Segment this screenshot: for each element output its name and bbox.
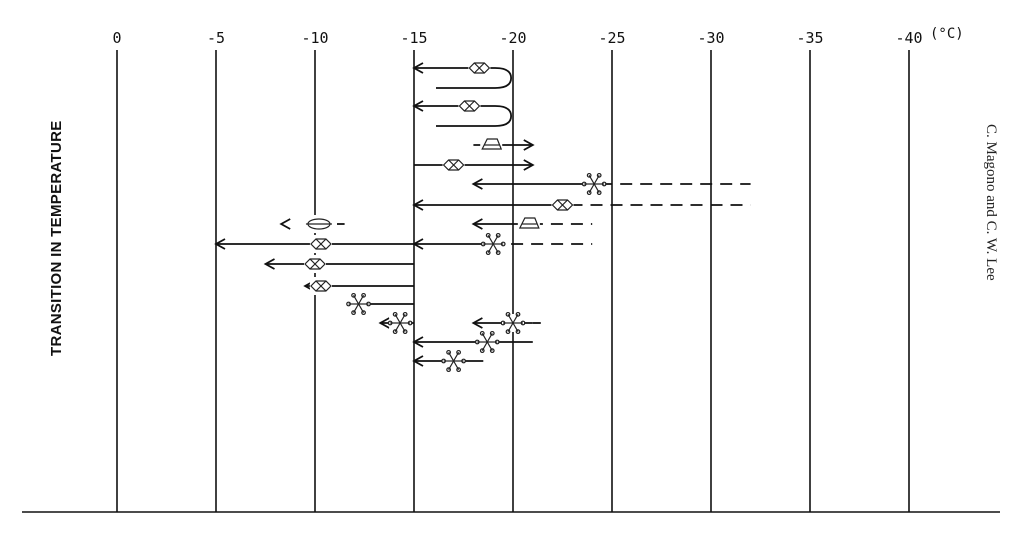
tick-label: -40 (895, 29, 922, 47)
transition-axis-label: TRANSITION IN TEMPERATURE (48, 120, 65, 356)
tick-label: -35 (796, 29, 823, 47)
arrow-head (412, 62, 424, 74)
temperature-axes: 0 -5 -10 -15 -20 -25 -30 -35 -40 (112, 29, 923, 512)
transition-row (412, 62, 513, 89)
transition-row (263, 258, 414, 270)
arrow-head (378, 317, 390, 329)
column-arrow-icon (309, 235, 332, 253)
broad-branch-icon (474, 330, 500, 354)
tick-label: -10 (301, 29, 328, 47)
loop-path (414, 105, 513, 127)
arrow-head (263, 258, 275, 270)
transition-row (412, 100, 513, 127)
crystal-symbols (304, 59, 607, 373)
arrow-head (471, 218, 483, 230)
arrow-head (412, 199, 424, 211)
capped-column-icon (468, 59, 491, 77)
cup-icon (517, 215, 540, 233)
needle-icon (305, 215, 332, 233)
bullet-combination-icon (458, 97, 481, 115)
tick-label: 0 (112, 29, 121, 47)
tick-label: -25 (598, 29, 625, 47)
tick-label: -5 (207, 29, 225, 47)
combination-icon (309, 277, 332, 295)
transition-row (471, 178, 751, 190)
author-credit: C. Magono and C. W. Lee (983, 124, 999, 281)
tick-label: -20 (499, 29, 526, 47)
loop-path (414, 67, 513, 89)
arrow-head (523, 139, 535, 151)
double-plate-icon (442, 156, 465, 174)
sheath-icon (480, 136, 503, 154)
stellar-dendrite-icon (346, 292, 371, 316)
transition-row (471, 218, 593, 230)
dendrite-cluster-icon (581, 172, 607, 196)
arrow-head (471, 178, 483, 190)
arrow-head (214, 238, 226, 250)
tick-label: -15 (400, 29, 427, 47)
transition-row (279, 218, 345, 230)
arrow-head (412, 100, 424, 112)
unit-label: (°C) (930, 26, 964, 42)
tick-label: -30 (697, 29, 724, 47)
arrow-head (412, 336, 424, 348)
arrow-head (471, 317, 483, 329)
radiating-plates-icon (500, 311, 526, 335)
spatial-dendrite-icon (480, 232, 506, 256)
arrow-head (412, 355, 424, 367)
arrow-head (279, 218, 291, 230)
crossed-plates-icon (551, 196, 574, 214)
fern-dendrite-icon (387, 311, 413, 335)
transition-row (412, 336, 533, 348)
stellar-plate-icon (441, 349, 467, 373)
transition-row (412, 199, 751, 211)
transition-arrows (214, 62, 751, 367)
transition-row (414, 159, 535, 171)
arrow-head (523, 159, 535, 171)
bullet-pair-icon (304, 255, 326, 273)
